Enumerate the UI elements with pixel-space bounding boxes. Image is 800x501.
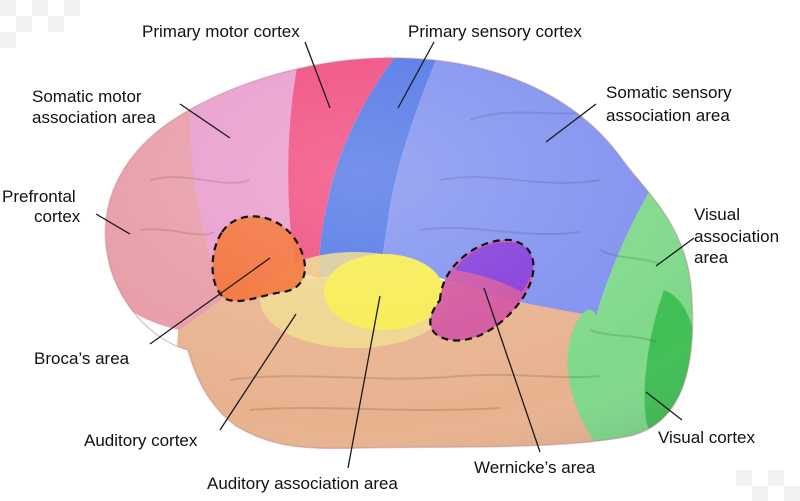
brain-outline (104, 57, 694, 450)
leader-auditory (219, 313, 297, 431)
label-primary-sensory-cortex: Primary sensory cortex (408, 22, 582, 41)
label-visual-association-line1: Visual (694, 205, 740, 224)
leader-visual-association (655, 237, 695, 267)
label-somatic-motor-line1: Somatic motor (32, 87, 142, 106)
broca-dashed-outline (211, 215, 307, 303)
leader-somatic-sensory (545, 103, 597, 143)
label-visual-cortex: Visual cortex (658, 428, 756, 447)
leader-somatic-motor (179, 103, 231, 139)
label-auditory-cortex: Auditory cortex (84, 431, 198, 450)
leader-primary-sensory (397, 41, 435, 109)
leader-broca (149, 257, 271, 345)
label-wernicke-area: Wernicke’s area (474, 458, 596, 477)
leader-wernicke (483, 287, 541, 453)
label-auditory-association-area: Auditory association area (207, 474, 398, 493)
label-broca-area: Broca’s area (34, 349, 130, 368)
labels: Primary motor cortex Primary sensory cor… (2, 22, 779, 493)
leader-prefrontal (95, 213, 131, 235)
label-somatic-motor-line2: association area (32, 108, 156, 127)
label-primary-motor-cortex: Primary motor cortex (142, 22, 300, 41)
label-visual-association-line2: association (694, 227, 779, 246)
label-prefrontal-line2: cortex (34, 207, 81, 226)
leader-visual-cortex (645, 391, 683, 421)
leader-lines (95, 41, 695, 469)
leader-primary-motor (304, 41, 331, 109)
label-somatic-sensory-line2: association area (606, 106, 730, 125)
leader-auditory-association (347, 295, 381, 469)
label-somatic-sensory-line1: Somatic sensory (606, 83, 732, 102)
label-prefrontal-line1: Prefrontal (2, 187, 76, 206)
label-visual-association-line3: area (694, 248, 729, 267)
wernicke-dashed-outline (429, 238, 535, 342)
